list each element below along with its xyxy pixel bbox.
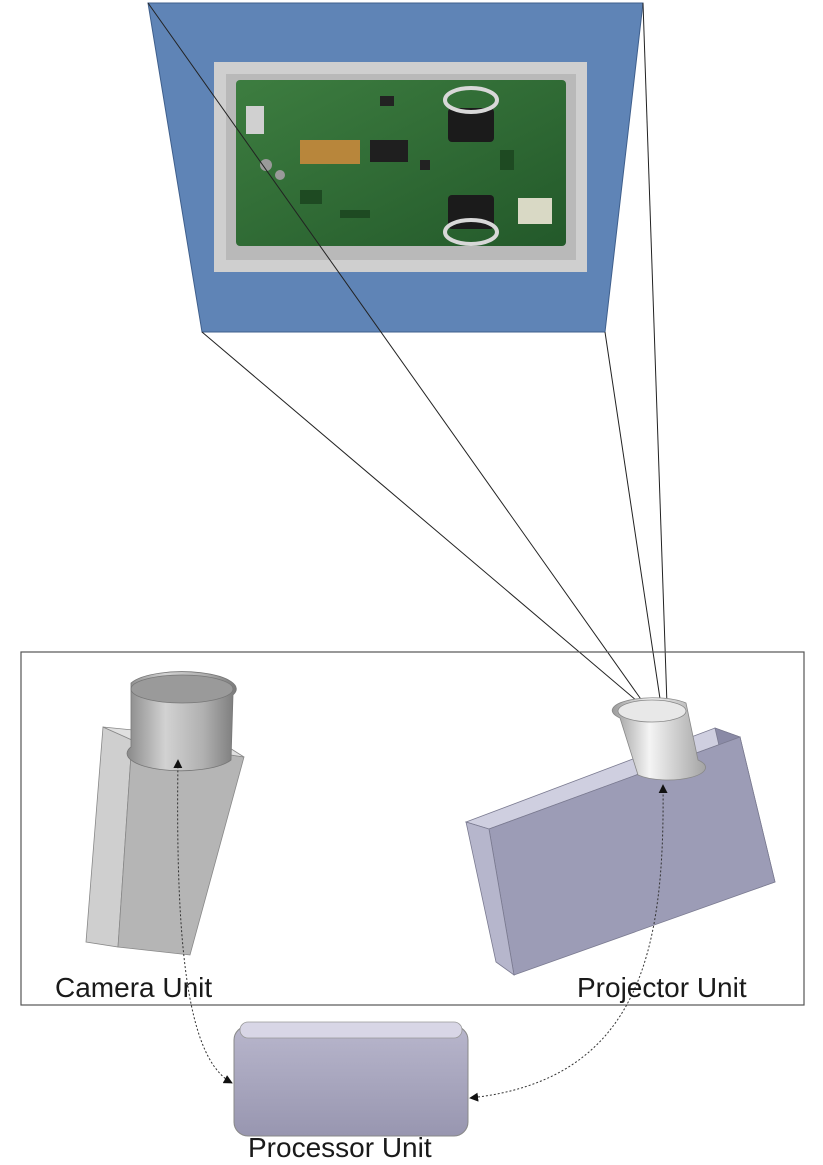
system-frame <box>20 651 805 1006</box>
processor-unit-label: Processor Unit <box>248 1132 432 1163</box>
camera-icon <box>85 671 245 956</box>
camera-unit-label: Camera Unit <box>55 972 212 1003</box>
projector-icon <box>464 697 776 976</box>
circuit-board-icon <box>214 62 587 272</box>
projection-rays <box>147 2 668 713</box>
arrow-icon <box>173 759 668 1102</box>
projector-unit-label: Projector Unit <box>577 972 747 1003</box>
processor-icon <box>233 1021 469 1137</box>
